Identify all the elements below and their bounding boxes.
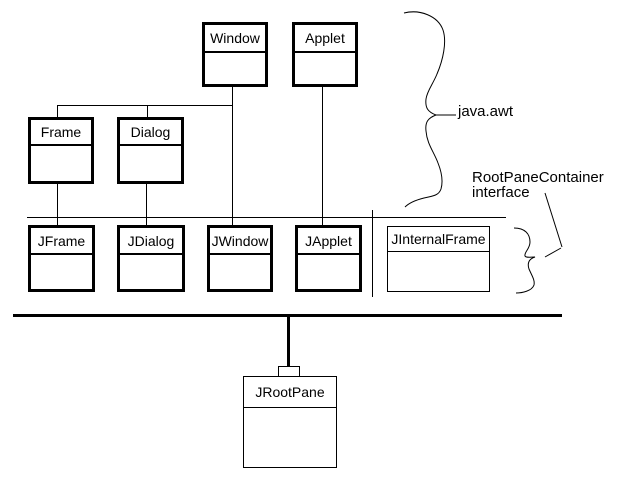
rootpanecontainer-brace bbox=[513, 227, 536, 294]
attributes-compartment bbox=[298, 255, 359, 289]
class-name-label: Dialog bbox=[130, 124, 171, 140]
java-awt-label: java.awt bbox=[458, 103, 514, 120]
attributes-compartment bbox=[205, 53, 265, 84]
title-compartment: JInternalFrame bbox=[388, 227, 489, 252]
class-box-jframe: JFrame bbox=[28, 225, 95, 292]
class-name-label: JFrame bbox=[37, 232, 86, 249]
class-box-jwindow: JWindow bbox=[207, 225, 273, 292]
attributes-compartment bbox=[295, 53, 355, 84]
class-box-dialog: Dialog bbox=[117, 117, 184, 184]
class-box-japplet: JApplet bbox=[295, 225, 362, 292]
attributes-compartment bbox=[388, 252, 489, 291]
class-name-label: JRootPane bbox=[255, 384, 325, 400]
title-compartment: Window bbox=[205, 25, 265, 53]
attributes-compartment bbox=[120, 146, 181, 181]
class-name-label: Window bbox=[210, 30, 260, 46]
title-compartment: JApplet bbox=[298, 228, 359, 255]
rootpanecontainer-label: RootPaneContainer interface bbox=[472, 170, 604, 200]
title-compartment: JWindow bbox=[210, 228, 270, 255]
interface-name-text: RootPaneContainer bbox=[472, 169, 604, 186]
attributes-compartment bbox=[244, 408, 336, 467]
title-compartment: JFrame bbox=[31, 228, 92, 255]
title-compartment: Dialog bbox=[120, 120, 181, 146]
class-box-jdialog: JDialog bbox=[117, 225, 185, 292]
title-compartment: JRootPane bbox=[244, 377, 336, 408]
class-name-label: JApplet bbox=[305, 232, 352, 249]
interface-pointer-line bbox=[544, 192, 563, 258]
class-box-frame: Frame bbox=[28, 117, 94, 184]
class-name-label: JWindow bbox=[211, 232, 269, 249]
attributes-compartment bbox=[120, 255, 182, 289]
class-box-jrootpane: JRootPane bbox=[243, 376, 337, 468]
title-compartment: Frame bbox=[31, 120, 91, 146]
class-name-label: JDialog bbox=[127, 232, 175, 249]
title-compartment: Applet bbox=[295, 25, 355, 53]
class-box-applet: Applet bbox=[292, 22, 358, 87]
title-compartment: JDialog bbox=[120, 228, 182, 255]
class-box-jinternalframe: JInternalFrame bbox=[387, 226, 490, 292]
attributes-compartment bbox=[31, 146, 91, 181]
class-name-label: Applet bbox=[305, 30, 345, 46]
class-box-window: Window bbox=[202, 22, 268, 87]
java-awt-brace bbox=[403, 11, 446, 208]
attributes-compartment bbox=[31, 255, 92, 289]
attributes-compartment bbox=[210, 255, 270, 289]
class-name-label: Frame bbox=[40, 124, 82, 140]
interface-word-text: interface bbox=[472, 184, 530, 201]
class-name-label: JInternalFrame bbox=[391, 231, 486, 247]
